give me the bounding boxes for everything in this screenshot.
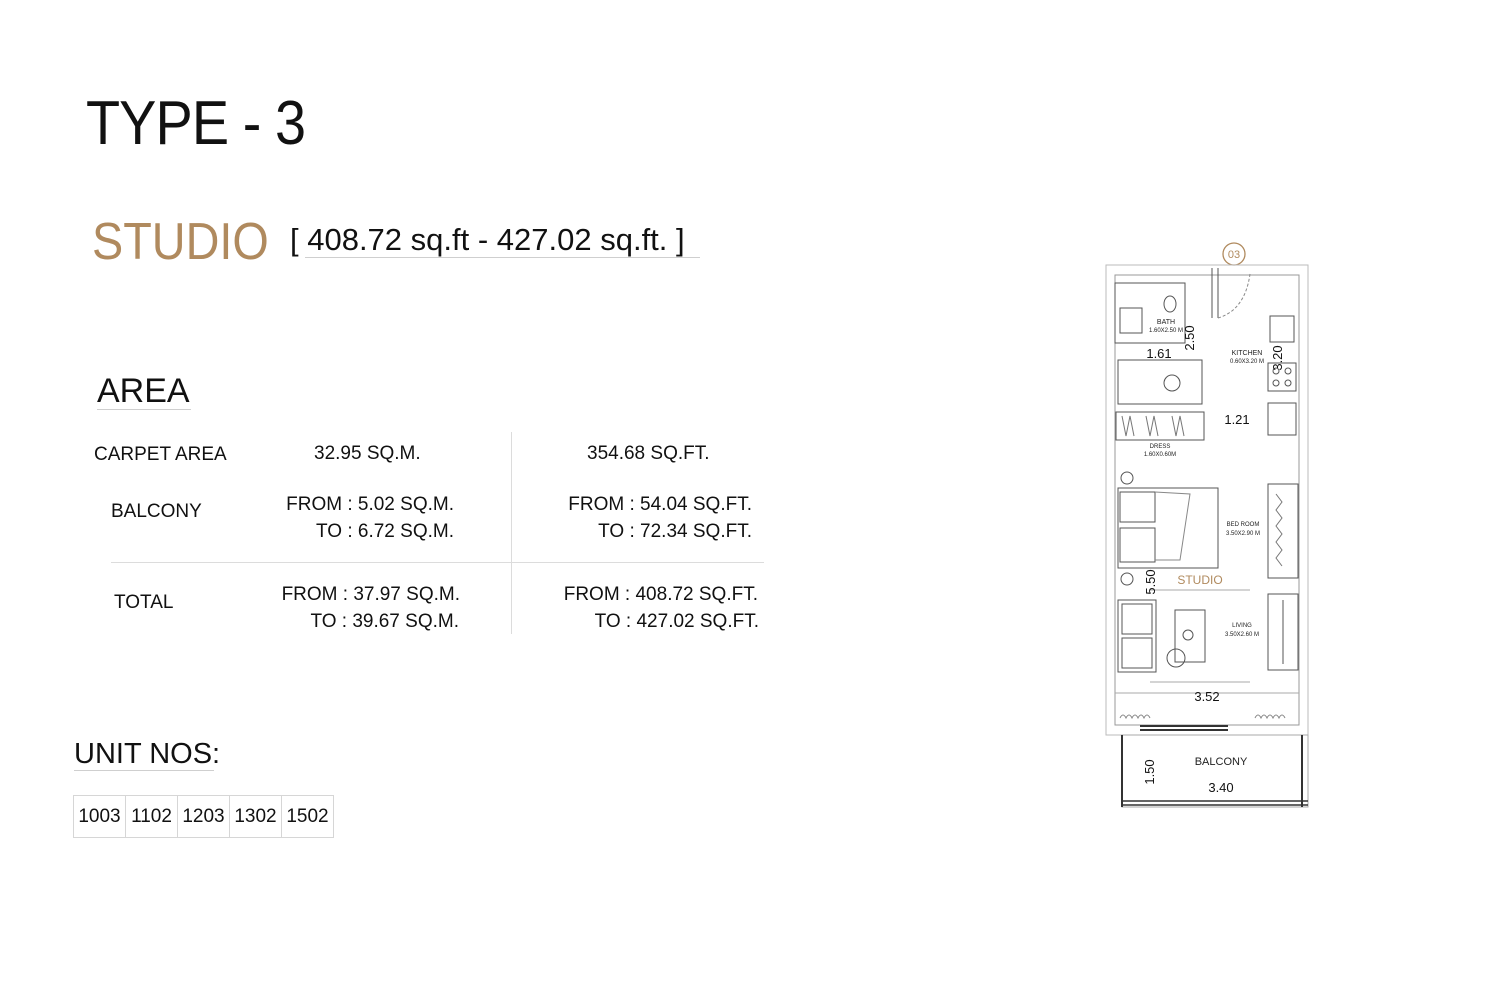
living-label: LIVING <box>1232 623 1252 629</box>
studio-label: STUDIO <box>1177 573 1222 587</box>
total-sqft-from: FROM : 408.72 SQ.FT. <box>563 584 758 605</box>
unit-nos-heading: UNIT NOS: <box>74 738 221 770</box>
toilet <box>1163 295 1177 313</box>
bed <box>1117 487 1219 569</box>
unit-marker-label: 03 <box>1228 249 1240 261</box>
bath-label: BATH <box>1157 319 1175 326</box>
balcony-plan-label: BALCONY <box>1195 756 1248 768</box>
outer-wall <box>1105 264 1309 736</box>
area-column-divider <box>511 432 512 634</box>
dimension-1-21: 1.21 <box>1224 412 1249 427</box>
unit-number: 1102 <box>125 795 178 838</box>
kitchen-size: 0.60X3.20 M <box>1230 359 1264 365</box>
unit-nos-underline <box>74 770 214 771</box>
living-size: 3.50X2.60 M <box>1225 632 1259 638</box>
balcony-label: BALCONY <box>111 501 202 522</box>
unit-number: 1003 <box>73 795 126 838</box>
bath-room <box>1114 282 1186 344</box>
balcony-sqft-from: FROM : 54.04 SQ.FT. <box>568 494 752 515</box>
dimension-3-40: 3.40 <box>1208 780 1233 795</box>
bedroom-label: BED ROOM <box>1227 522 1260 528</box>
carpet-area-sqm: 32.95 SQ.M. <box>314 443 421 464</box>
kitchen-sink <box>1269 315 1295 343</box>
curtain-right <box>1254 714 1286 720</box>
dress-size: 1.60X0.60M <box>1144 452 1176 458</box>
dimension-3-20: 3.20 <box>1270 345 1285 370</box>
dimension-3-52: 3.52 <box>1194 689 1219 704</box>
size-range-underline <box>305 257 700 258</box>
tv-unit <box>1267 593 1299 671</box>
carpet-area-sqft: 354.68 SQ.FT. <box>587 443 710 464</box>
unit-nos-table: 1003 1102 1203 1302 1502 <box>73 795 334 838</box>
unit-number: 1302 <box>229 795 282 838</box>
bath-size: 1.60X2.50 M <box>1149 328 1183 334</box>
total-sqft-to: TO : 427.02 SQ.FT. <box>594 611 759 632</box>
coffee-table <box>1174 609 1206 663</box>
shower <box>1117 359 1203 405</box>
area-heading-underline <box>97 409 191 410</box>
sofa <box>1117 599 1157 673</box>
dress-wardrobe <box>1115 411 1205 441</box>
unit-number: 1502 <box>281 795 334 838</box>
balcony-sqm-to: TO : 6.72 SQ.M. <box>316 521 454 542</box>
dimension-1-61: 1.61 <box>1146 346 1171 361</box>
bath-sink <box>1119 307 1143 334</box>
carpet-area-label: CARPET AREA <box>94 444 227 465</box>
balcony-sqft-to: TO : 72.34 SQ.FT. <box>598 521 752 542</box>
total-label: TOTAL <box>114 592 174 613</box>
dimension-1-50: 1.50 <box>1142 759 1157 784</box>
side-table <box>1166 648 1186 668</box>
bedroom-size: 3.50X2.90 M <box>1226 531 1260 537</box>
size-range: [ 408.72 sq.ft - 427.02 sq.ft. ] <box>290 222 685 257</box>
total-sqm-to: TO : 39.67 SQ.M. <box>310 611 459 632</box>
area-heading: AREA <box>97 372 190 410</box>
balcony-sqm-from: FROM : 5.02 SQ.M. <box>286 494 454 515</box>
unit-type-label: STUDIO <box>92 213 269 271</box>
floor-plan: 03 BATH 1.60X2.50 M KITCHEN 0.60X3.20 M … <box>1105 242 1309 808</box>
kitchen-label: KITCHEN <box>1232 350 1263 357</box>
dimension-5-50: 5.50 <box>1143 569 1158 594</box>
total-sqm-from: FROM : 37.97 SQ.M. <box>281 584 460 605</box>
area-row-divider <box>111 562 764 563</box>
kitchen-hob <box>1267 362 1297 392</box>
bedroom-wardrobe <box>1267 483 1299 579</box>
unit-number: 1203 <box>177 795 230 838</box>
type-title: TYPE - 3 <box>86 89 306 158</box>
dress-label: DRESS <box>1150 444 1171 450</box>
dimension-2-50: 2.50 <box>1182 325 1197 350</box>
curtain-left <box>1119 714 1151 720</box>
